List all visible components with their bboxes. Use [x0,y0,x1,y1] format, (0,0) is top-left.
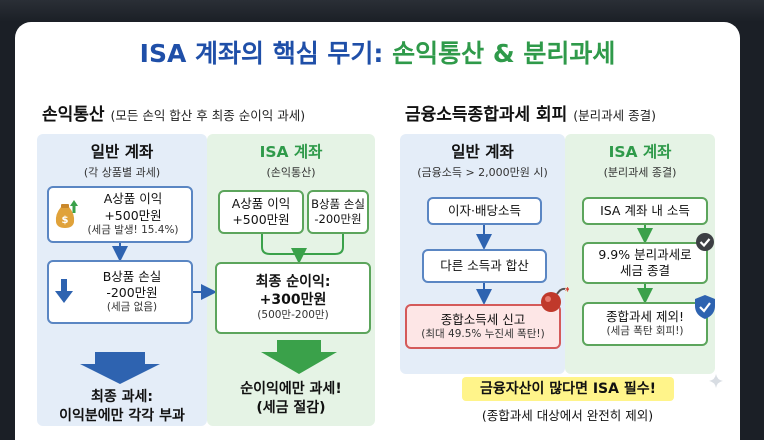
right-heading-main: 금융소득종합과세 회피 [405,105,568,125]
left-section-heading: 손익통산 (모든 손익 합산 후 최종 순이익 과세) [42,100,305,125]
right-general-title: 일반 계좌 [451,143,514,161]
isa-product-b-box: B상품 손실 -200만원 [307,190,369,234]
general-result-line1: 최종 과세: [91,389,153,405]
isa-excluded-box: 종합과세 제외! (세금 폭탄 회피!) [582,302,708,346]
page-title: ISA 계좌의 핵심 무기: 손익통산 & 분리과세 [15,34,740,70]
right-general-step1: 이자·배당소득 [448,202,521,218]
isa-separate-tax-box: 9.9% 분리과세로 세금 종결 [582,242,708,284]
svg-text:$: $ [62,215,69,226]
big-green-down-arrow [261,340,337,374]
background-top [0,0,764,22]
right-section-heading: 금융소득종합과세 회피 (분리과세 종결) [405,100,656,125]
isa-net-line3: (500만-200만) [257,309,329,322]
isa-net-profit-box: 최종 순이익: +300만원 (500만-200만) [215,262,371,334]
left-general-subtitle: (각 상품별 과세) [83,166,161,179]
left-isa-subtitle: (손익통산) [266,166,316,179]
general-product-a-box: A상품 이익 +500만원 (세금 발생! 15.4%) [47,186,193,243]
shield-check-icon [695,295,715,319]
comprehensive-tax-box: 종합소득세 신고 (최대 49.5% 누진세 폭탄!) [405,304,561,349]
general-a-line1: A상품 이익 [103,191,163,207]
right-general-step2: 다른 소득과 합산 [440,257,529,273]
isa-merge-line [261,234,344,255]
down-arrow-icon [55,279,73,303]
income-interest-dividend-box: 이자·배당소득 [427,197,542,225]
left-isa-title: ISA 계좌 [259,143,323,161]
isa-a-line2: +500만원 [232,212,290,227]
title-part2: 손익통산 & 분리과세 [392,39,616,68]
right-heading-sub: (분리과세 종결) [573,108,656,123]
isa-product-a-box: A상품 이익 +500만원 [218,190,304,234]
isa-net-line1: 최종 순이익: [255,273,331,290]
right-isa-step3-line2: (세금 폭탄 회피!) [606,325,684,338]
right-general-step3-line1: 종합소득세 신고 [440,311,526,327]
left-heading-sub: (모든 손익 합산 후 최종 순이익 과세) [110,108,306,123]
right-general-step3-line2: (최대 49.5% 누진세 폭탄!) [421,327,545,340]
isa-b-line2: -200만원 [314,212,362,226]
right-isa-subtitle: (분리과세 종결) [603,166,677,179]
right-isa-step2-line2: 세금 종결 [620,263,670,278]
isa-result-line2: (세금 절감) [256,399,326,416]
general-b-line1: B상품 손실 [102,268,162,284]
isa-internal-income-box: ISA 계좌 내 소득 [582,197,708,225]
right-general-subtitle: (금융소득 > 2,000만원 시) [417,166,548,179]
right-isa-step1: ISA 계좌 내 소득 [600,202,690,218]
right-isa-step3-line1: 종합과세 제외! [606,309,684,325]
money-bag-up-icon: $ [55,200,78,228]
isa-result-line1: 순이익에만 과세! [240,381,342,397]
general-a-line3: (세금 발생! 15.4%) [87,223,179,236]
check-badge-icon [696,233,714,251]
general-result-text: 최종 과세: 이익분에만 각각 부과 [37,388,207,426]
isa-net-line2: +300만원 [259,292,327,309]
big-blue-down-arrow [80,352,160,384]
isa-required-subtext: (종합과세 대상에서 완전히 제외) [481,408,654,423]
infographic-card: ISA 계좌의 핵심 무기: 손익통산 & 분리과세 손익통산 (모든 손익 합… [15,22,740,440]
title-part1: ISA 계좌의 핵심 무기: [139,39,393,68]
right-isa-step2-line1: 9.9% 분리과세로 [598,246,692,262]
combine-income-box: 다른 소득과 합산 [422,249,547,283]
connector-lines [80,225,653,384]
isa-b-line1: B상품 손실 [311,197,365,212]
svg-text:*: * [565,286,569,297]
isa-required-banner: 금융자산이 많다면 ISA 필수! [462,377,674,401]
sparkle-icon [709,374,723,388]
right-isa-title: ISA 계좌 [608,143,672,161]
isa-a-line1: A상품 이익 [231,195,291,211]
general-b-line3: (세금 없음) [106,301,158,314]
isa-result-text: 순이익에만 과세! (세금 절감) [207,380,375,418]
general-b-line2: -200만원 [106,285,158,301]
left-heading-main: 손익통산 [42,105,105,125]
left-general-title: 일반 계좌 [90,143,154,161]
general-result-line2: 이익분에만 각각 부과 [59,407,185,424]
bomb-icon: * [541,286,569,312]
general-a-line2: +500만원 [104,207,162,223]
